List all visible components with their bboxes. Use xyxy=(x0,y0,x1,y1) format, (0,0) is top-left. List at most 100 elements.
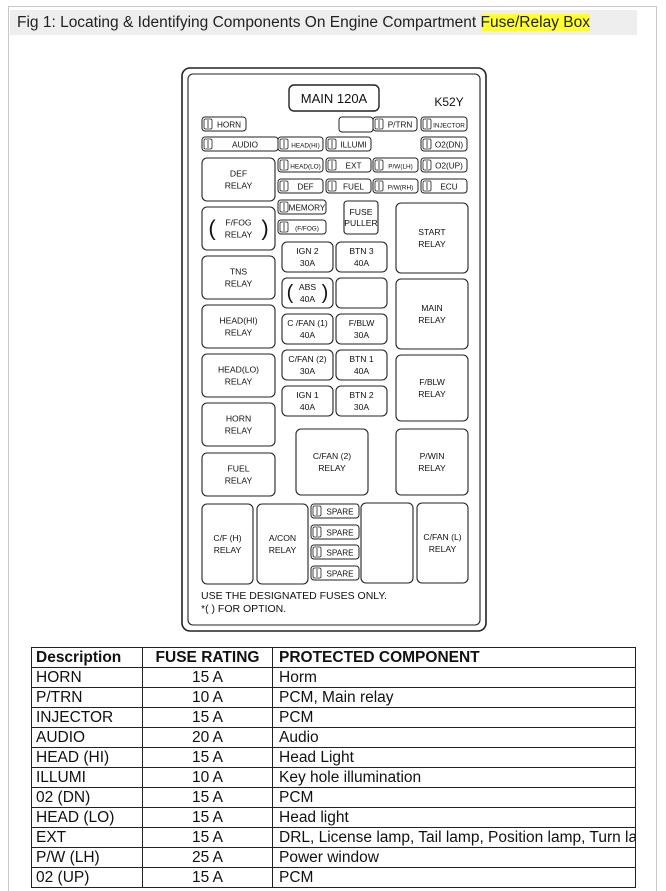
fuse-rating-cell: 15 A xyxy=(142,667,273,688)
relay-pwin-word: RELAY xyxy=(418,463,446,473)
fuse-rating-cell: 15 A xyxy=(142,867,273,888)
relay-cfan2: C/FAN (2)RELAY xyxy=(295,428,369,496)
protected-component-cell: PCM, Main relay xyxy=(272,687,636,708)
description-cell: 02 (UP) xyxy=(31,867,143,888)
fuse-spare-label: SPARE xyxy=(326,508,354,517)
relay-cf_h: C/F (H)RELAY xyxy=(201,503,254,585)
svg-text:(: ( xyxy=(208,216,216,241)
header-protected-component: PROTECTED COMPONENT xyxy=(272,647,636,668)
relay-head_hi-word: RELAY xyxy=(225,328,253,338)
relay-horn-word: RELAY xyxy=(225,426,253,436)
main-fuse-label: MAIN 120A xyxy=(301,91,368,106)
cartridge-fuse-ign2-rating: 30A xyxy=(300,258,316,268)
relay-start-word: RELAY xyxy=(418,239,446,249)
fuse-rating-cell: 15 A xyxy=(142,707,273,728)
fuse-ptrn-label: P/TRN xyxy=(388,121,413,130)
fuse-injector-label: INJECTOR xyxy=(433,123,465,130)
cartridge-fuse-cfan1-rating: 40A xyxy=(300,330,316,340)
protected-component-cell: Audio xyxy=(272,727,636,748)
protected-component-cell: PCM xyxy=(272,867,636,888)
fuse-puller-label-1: FUSE xyxy=(350,207,373,217)
fuse-audio: AUDIO xyxy=(201,136,279,152)
relay-acon-name: A/CON xyxy=(269,533,296,543)
fuse-o2_dn-label: O2(DN) xyxy=(435,141,463,150)
fuse-spare: SPARE xyxy=(310,503,360,519)
relay-ffog-name: F/FOG xyxy=(225,218,252,228)
relay-start-name: START xyxy=(418,227,446,237)
cartridge-fuse-fblw-rating: 30A xyxy=(354,330,370,340)
fuse-rating-table: Description FUSE RATING PROTECTED COMPON… xyxy=(31,647,636,888)
cartridge-fuse-cfan1: C /FAN (1)40A xyxy=(281,313,334,345)
fuse-pw_lh-label: P/W(LH) xyxy=(388,164,413,171)
description-cell: ILLUMI xyxy=(31,767,143,788)
cartridge-fuse-cfan2: C/FAN (2)30A xyxy=(281,349,334,381)
fuse-head_lo-label: HEAD(LO) xyxy=(290,164,321,171)
cartridge-fuse-btn1-rating: 40A xyxy=(354,366,370,376)
fuse-o2_up-label: O2(UP) xyxy=(435,162,463,171)
fuse-ext-label: EXT xyxy=(346,162,362,171)
svg-text:): ) xyxy=(322,282,329,304)
protected-component-cell: Horm xyxy=(272,667,636,688)
description-cell: AUDIO xyxy=(31,727,143,748)
note-designated-fuses: USE THE DESIGNATED FUSES ONLY. xyxy=(201,590,387,602)
relay-group: DEFRELAY()F/FOGRELAYTNSRELAYHEAD(HI)RELA… xyxy=(201,157,469,585)
relay-fuel-name: FUEL xyxy=(228,464,250,474)
svg-text:(: ( xyxy=(287,282,294,304)
cartridge-fuse-cfan2-name: C/FAN (2) xyxy=(288,354,326,364)
fuse-fuel-label: FUEL xyxy=(343,183,364,192)
page-frame xyxy=(8,6,657,891)
fuse-illumi-label: ILLUMI xyxy=(340,141,366,150)
fuse-pw_rh: P/W(RH) xyxy=(372,178,419,194)
figure-title-text: Fig 1: Locating & Identifying Components… xyxy=(17,14,481,31)
relay-main-name: MAIN xyxy=(421,303,442,313)
fuse-ecu-label: ECU xyxy=(440,183,457,192)
table-header-row: Description FUSE RATING PROTECTED COMPON… xyxy=(31,647,636,668)
description-cell: HEAD (HI) xyxy=(31,747,143,768)
fuse-rating-cell: 15 A xyxy=(142,827,273,848)
fuse-ptrn: P/TRN xyxy=(372,116,418,132)
relay-start: START RELAY xyxy=(395,202,469,274)
fuse-horn-label: HORN xyxy=(217,121,241,130)
relay-cfan2-word: RELAY xyxy=(318,463,346,473)
cartridge-fuse-btn2-name: BTN 2 xyxy=(349,390,374,400)
description-cell: HEAD (LO) xyxy=(31,807,143,828)
cartridge-fuse-abs-name: ABS xyxy=(299,282,316,292)
cartridge-fuse-ign2-name: IGN 2 xyxy=(296,246,319,256)
fuse-spare-label: SPARE xyxy=(326,529,354,538)
figure-title-bar: Fig 1: Locating & Identifying Components… xyxy=(10,10,637,35)
fuse-def: DEF xyxy=(277,178,324,194)
blank-fuse-slot xyxy=(335,277,388,309)
note-option: *( ) FOR OPTION. xyxy=(201,603,286,615)
fuse-pw_lh: P/W(LH) xyxy=(372,157,419,173)
description-cell: INJECTOR xyxy=(31,707,143,728)
relay-ffog-word: RELAY xyxy=(225,230,253,240)
figure-title: Fig 1: Locating & Identifying Components… xyxy=(17,14,590,32)
protected-component-cell: PCM xyxy=(272,787,636,808)
cartridge-fuse-ign1-rating: 40A xyxy=(300,402,316,412)
relay-head_hi: HEAD(HI)RELAY xyxy=(201,304,276,349)
model-code: K52Y xyxy=(434,95,463,109)
protected-component-cell: Power window xyxy=(272,847,636,868)
protected-component-cell: DRL, License lamp, Tail lamp, Position l… xyxy=(272,827,636,848)
relay-head_lo-name: HEAD(LO) xyxy=(218,365,259,375)
fuse-rating-cell: 25 A xyxy=(142,847,273,868)
relay-cf_h-word: RELAY xyxy=(214,545,242,555)
blank-slot xyxy=(338,116,374,133)
fuse-head_lo: HEAD(LO) xyxy=(277,157,324,173)
relay-cfan_l-word: RELAY xyxy=(429,544,457,554)
main-fuse xyxy=(288,84,380,112)
blank-relay-slot xyxy=(360,502,414,584)
description-cell: 02 (DN) xyxy=(31,787,143,808)
fuse-injector: INJECTOR xyxy=(420,116,468,132)
